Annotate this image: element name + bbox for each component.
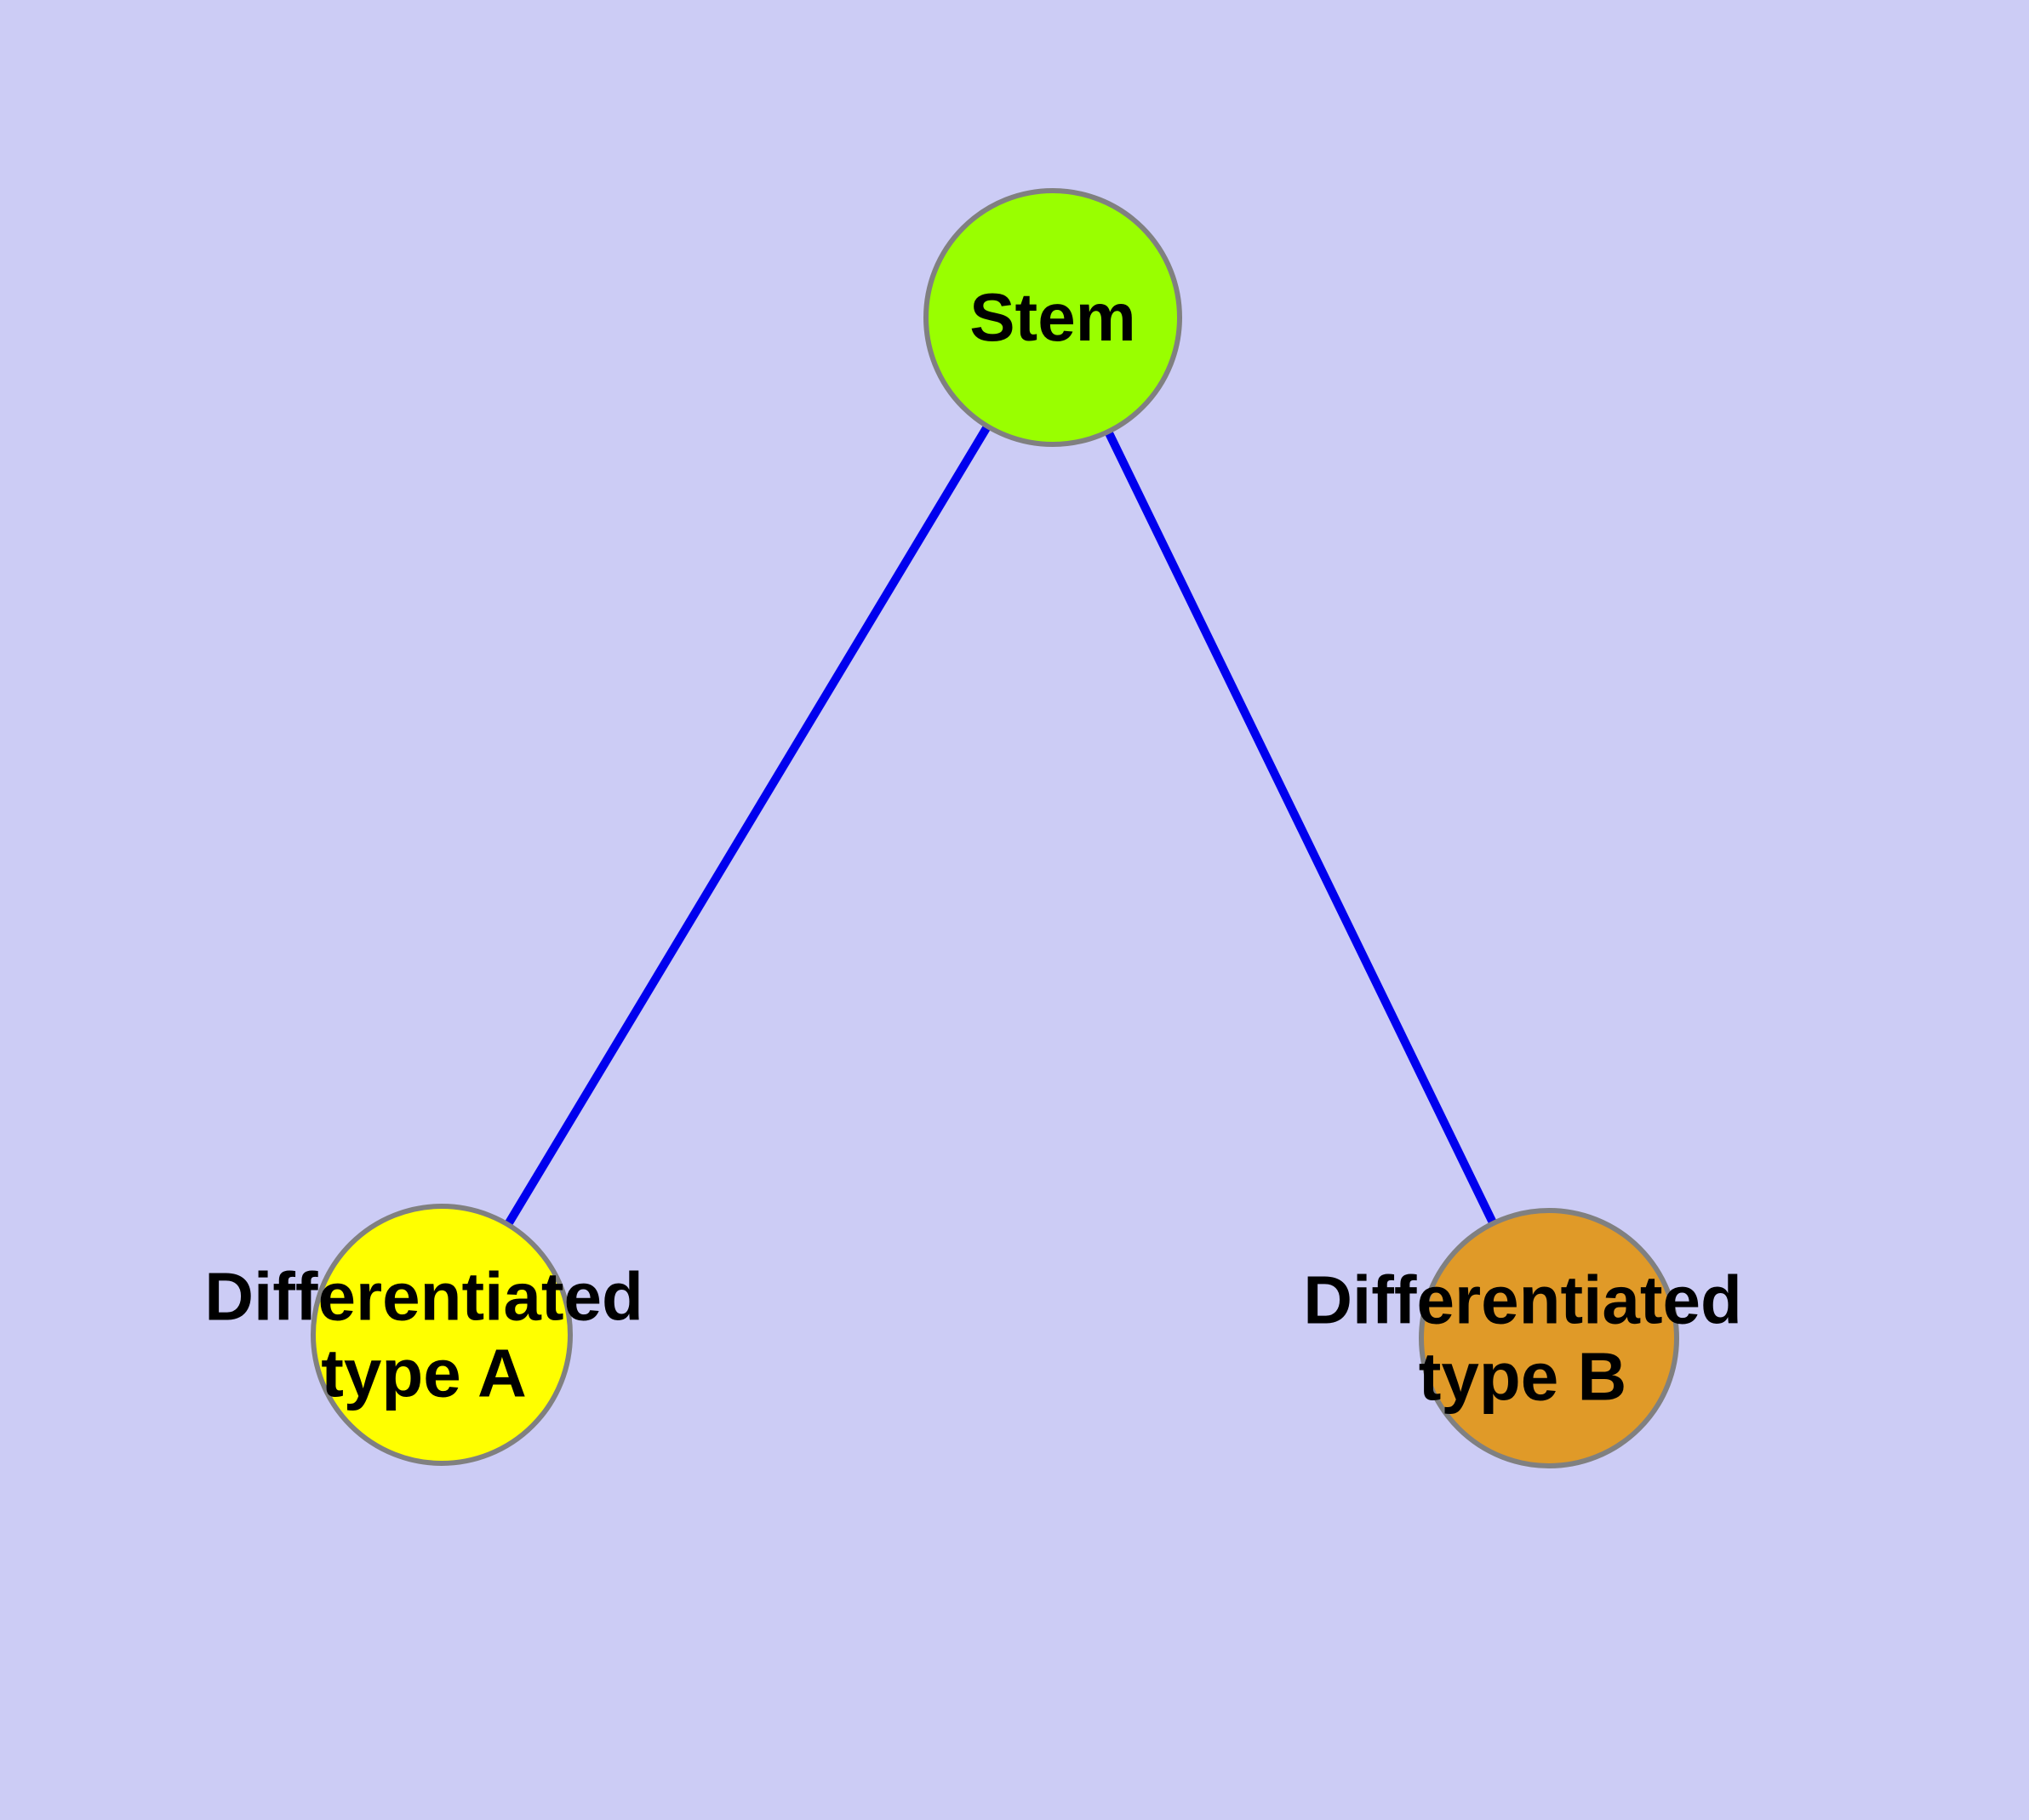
node-diff-b[interactable]: [1419, 1208, 1679, 1468]
edge-stem-to-diff-a[interactable]: [437, 315, 1057, 1337]
node-diff-a[interactable]: [311, 1204, 573, 1466]
node-stem[interactable]: [923, 188, 1182, 447]
edge-stem-to-diff-b[interactable]: [1049, 315, 1553, 1341]
